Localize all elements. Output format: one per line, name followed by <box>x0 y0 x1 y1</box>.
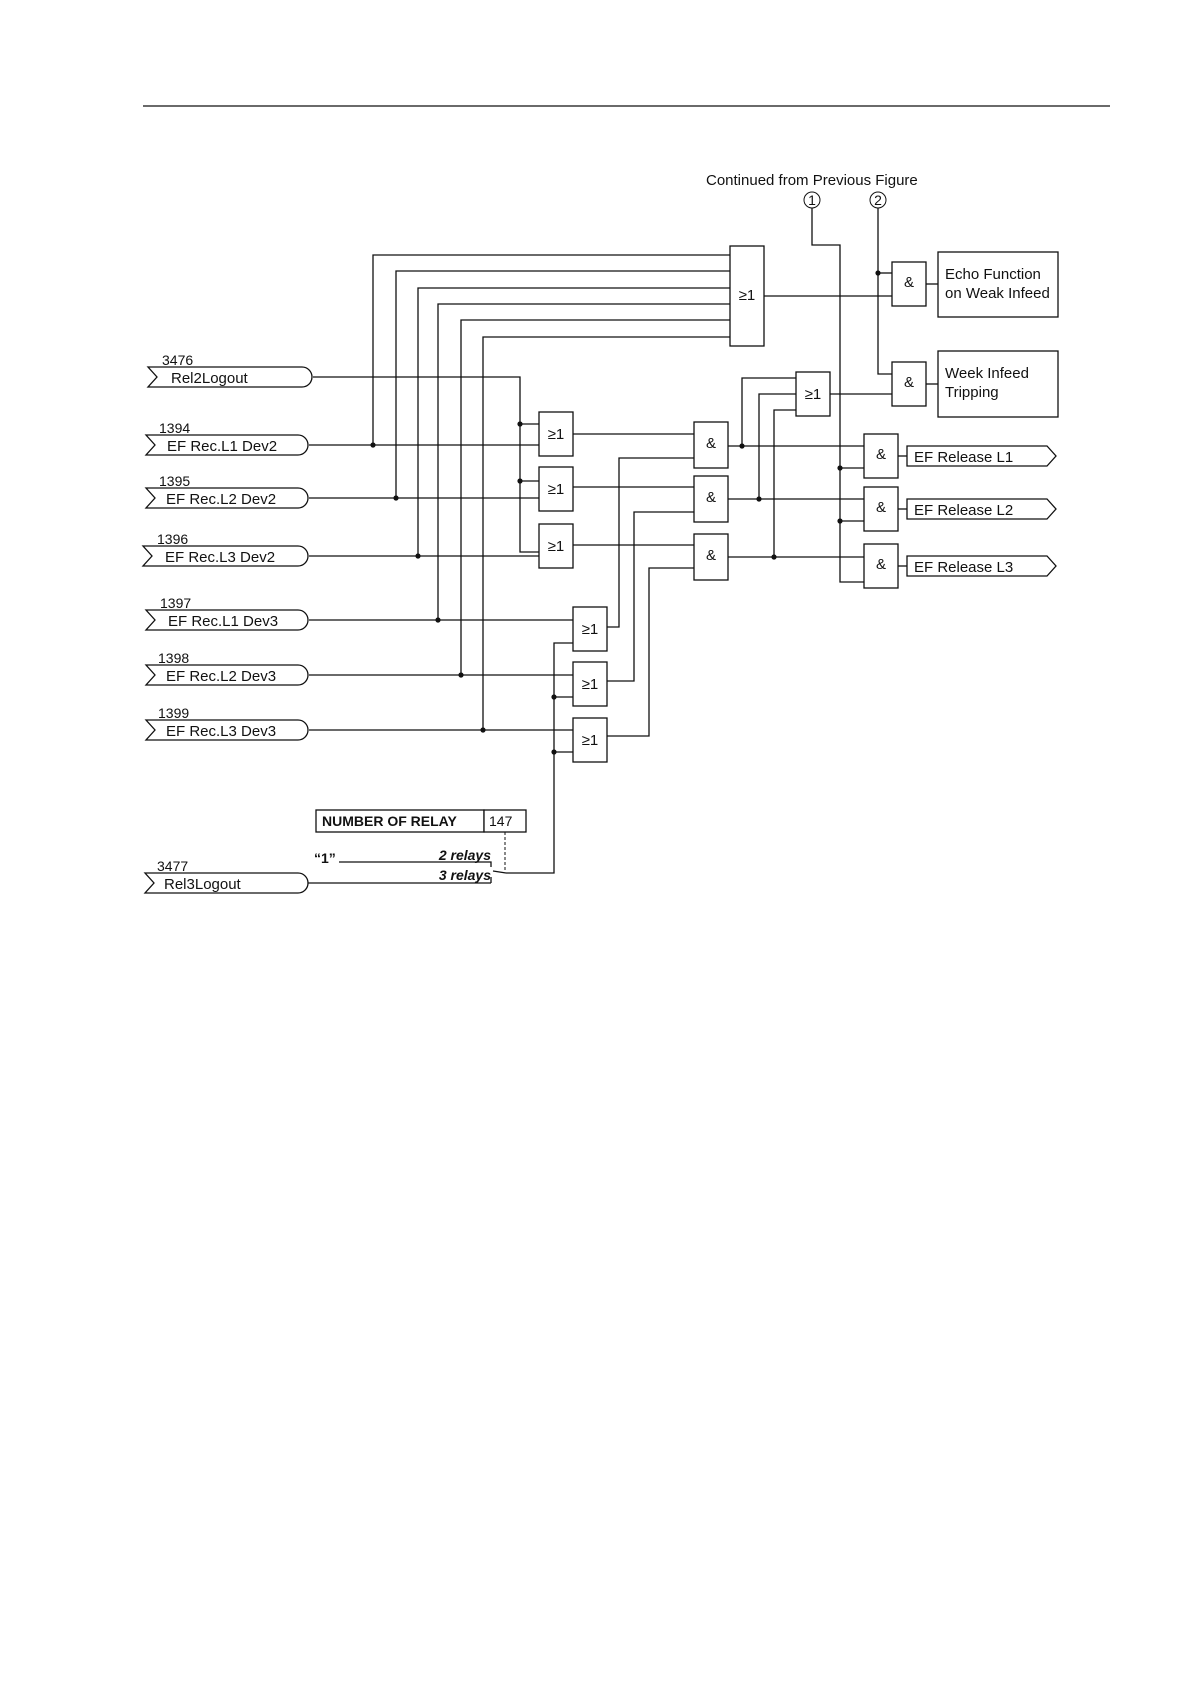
or-gate-l2-dev3: ≥1 <box>572 661 608 707</box>
svg-text:3477: 3477 <box>157 858 188 874</box>
input-rel2logout: 3476 Rel2Logout <box>146 352 313 388</box>
svg-text:EF Release L3: EF Release L3 <box>914 559 1013 576</box>
svg-text:≥1: ≥1 <box>739 287 756 304</box>
input-ef-rec-l2-dev3: 1398 EF Rec.L2 Dev3 <box>144 650 309 686</box>
and-gate-l3: & <box>693 533 729 581</box>
and-gate-release-l2: & <box>863 486 899 532</box>
svg-text:3476: 3476 <box>162 352 193 368</box>
option-3-relays: 3 relays <box>439 867 491 883</box>
connector-2: 2 <box>869 191 887 209</box>
svg-text:≥1: ≥1 <box>582 676 599 693</box>
input-ef-rec-l2-dev2: 1395 EF Rec.L2 Dev2 <box>144 473 309 509</box>
or-gate-l2-dev2: ≥1 <box>538 466 574 512</box>
svg-text:&: & <box>706 435 716 452</box>
svg-text:EF Rec.L1 Dev3: EF Rec.L1 Dev3 <box>168 613 278 630</box>
wires <box>308 208 938 884</box>
weak-infeed-tripping-block: Week Infeed Tripping <box>937 350 1059 418</box>
option-2-relays: 2 relays <box>438 847 491 863</box>
connector-1: 1 <box>803 191 821 209</box>
svg-text:&: & <box>706 547 716 564</box>
junctions <box>370 270 881 755</box>
output-ef-release-l3: EF Release L3 <box>906 555 1057 577</box>
svg-text:Echo Function: Echo Function <box>945 266 1041 283</box>
svg-text:&: & <box>876 556 886 573</box>
svg-text:&: & <box>904 274 914 291</box>
echo-function-block: Echo Function on Weak Infeed <box>937 251 1059 318</box>
svg-text:≥1: ≥1 <box>548 538 565 555</box>
or-gate-weak-infeed-collect: ≥1 <box>795 371 831 417</box>
svg-text:Rel2Logout: Rel2Logout <box>171 370 249 387</box>
output-ef-release-l2: EF Release L2 <box>906 498 1057 520</box>
svg-text:Tripping: Tripping <box>945 384 999 401</box>
svg-text:&: & <box>904 374 914 391</box>
svg-text:EF Rec.L3 Dev3: EF Rec.L3 Dev3 <box>166 723 276 740</box>
svg-text:≥1: ≥1 <box>582 732 599 749</box>
svg-text:1394: 1394 <box>159 420 190 436</box>
and-gate-l1: & <box>693 421 729 469</box>
svg-text:EF Release L1: EF Release L1 <box>914 449 1013 466</box>
svg-text:≥1: ≥1 <box>805 386 822 403</box>
svg-text:≥1: ≥1 <box>548 426 565 443</box>
svg-text:Rel3Logout: Rel3Logout <box>164 876 242 893</box>
svg-text:EF Rec.L2 Dev2: EF Rec.L2 Dev2 <box>166 491 276 508</box>
input-rel3logout: 3477 Rel3Logout <box>143 858 309 894</box>
or-gate-l3-dev3: ≥1 <box>572 717 608 763</box>
svg-text:EF Rec.L1 Dev2: EF Rec.L1 Dev2 <box>167 438 277 455</box>
svg-text:1397: 1397 <box>160 595 191 611</box>
constant-one-label: “1” <box>314 850 336 866</box>
input-ef-rec-l1-dev3: 1397 EF Rec.L1 Dev3 <box>144 595 309 631</box>
and-gate-release-l3: & <box>863 543 899 589</box>
setting-number-of-relay: NUMBER OF RELAY 147 <box>315 809 527 871</box>
svg-text:1398: 1398 <box>158 650 189 666</box>
svg-text:1399: 1399 <box>158 705 189 721</box>
svg-text:EF Release L2: EF Release L2 <box>914 502 1013 519</box>
svg-text:EF Rec.L2 Dev3: EF Rec.L2 Dev3 <box>166 668 276 685</box>
svg-text:1395: 1395 <box>159 473 190 489</box>
and-gate-weak-infeed: & <box>891 361 927 407</box>
or-gate-l3-dev2: ≥1 <box>538 523 574 569</box>
continued-label: Continued from Previous Figure <box>706 172 918 189</box>
svg-text:≥1: ≥1 <box>548 481 565 498</box>
svg-text:Week Infeed: Week Infeed <box>945 365 1029 382</box>
input-ef-rec-l3-dev3: 1399 EF Rec.L3 Dev3 <box>144 705 309 741</box>
relay-count-switch: “1” 2 relays 3 relays <box>314 847 507 883</box>
svg-text:1: 1 <box>808 192 816 208</box>
output-ef-release-l1: EF Release L1 <box>906 445 1057 467</box>
svg-text:2: 2 <box>874 192 882 208</box>
input-ef-rec-l3-dev2: 1396 EF Rec.L3 Dev2 <box>141 531 309 567</box>
input-ef-rec-l1-dev2: 1394 EF Rec.L1 Dev2 <box>144 420 309 456</box>
svg-text:≥1: ≥1 <box>582 621 599 638</box>
svg-text:&: & <box>876 499 886 516</box>
and-gate-echo: & <box>891 261 927 307</box>
svg-text:1396: 1396 <box>157 531 188 547</box>
svg-text:&: & <box>706 489 716 506</box>
or-gate-l1-dev2: ≥1 <box>538 411 574 457</box>
svg-text:147: 147 <box>489 813 513 829</box>
svg-text:EF Rec.L3 Dev2: EF Rec.L3 Dev2 <box>165 549 275 566</box>
and-gate-release-l1: & <box>863 433 899 479</box>
and-gate-l2: & <box>693 475 729 523</box>
or-gate-l1-dev3: ≥1 <box>572 606 608 652</box>
svg-text:NUMBER OF RELAY: NUMBER OF RELAY <box>322 813 457 829</box>
or-gate-echo-collect: ≥1 <box>729 245 765 347</box>
svg-text:on Weak Infeed: on Weak Infeed <box>945 285 1050 302</box>
svg-text:&: & <box>876 446 886 463</box>
